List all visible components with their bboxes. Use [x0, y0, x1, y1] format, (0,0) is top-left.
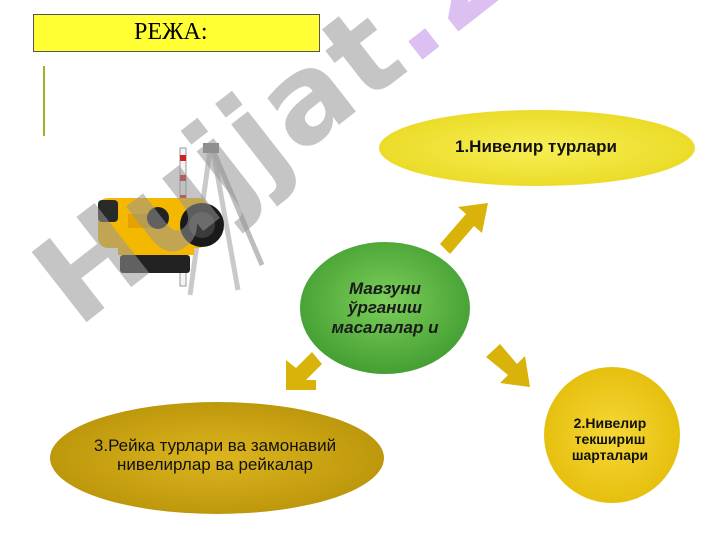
node3-shape: [50, 402, 384, 514]
arrow-to-node1: [440, 203, 488, 254]
node2-shape: [544, 367, 680, 503]
center-node-shape: [300, 242, 470, 374]
accent-line: [43, 66, 45, 136]
level-base: [120, 255, 190, 273]
level-instrument-icon: [98, 143, 265, 296]
arrow-to-node2: [486, 344, 530, 387]
arrow-to-node3: [286, 352, 322, 390]
node2-label: 2.Нивелир текшириш шарталари: [571, 415, 649, 463]
page-title: РЕЖА:: [134, 19, 208, 45]
title-box: РЕЖА:: [33, 14, 320, 52]
node1-shape: [379, 110, 695, 186]
node1-label: 1.Нивелир турлари: [455, 137, 617, 157]
arrows: [286, 203, 530, 390]
center-node-label: Мавзуни ўрганиш масалалар и: [331, 279, 439, 337]
node3-label: 3.Рейка турлари ва замонавий нивелирлар …: [93, 435, 337, 474]
